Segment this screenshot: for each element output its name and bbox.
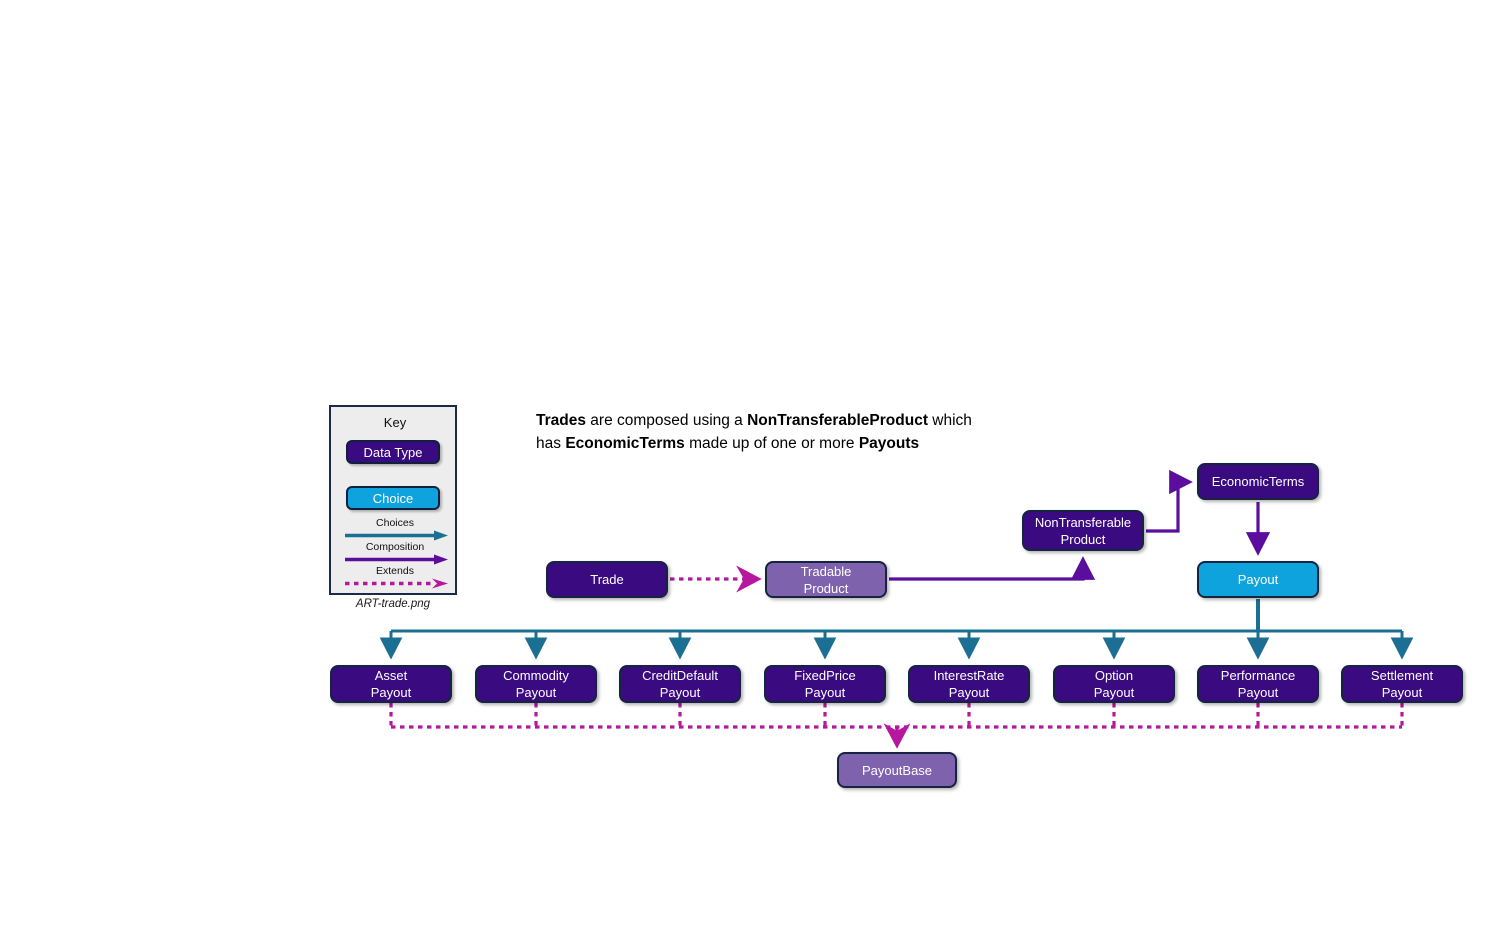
key-legend-title: Key xyxy=(383,415,407,430)
node-label-line2: Payout xyxy=(515,685,557,700)
key-row-composition: Composition xyxy=(331,541,459,567)
node-label-line2: Payout xyxy=(1381,685,1423,700)
node-economic-terms[interactable]: EconomicTerms xyxy=(1197,463,1319,500)
node-label-line2: Payout xyxy=(948,685,990,700)
heading-text-3: has xyxy=(536,435,566,452)
key-row-extends: Extends xyxy=(331,565,459,591)
node-label-line1: CreditDefault xyxy=(642,668,718,683)
node-tradable-product-label: Tradable Product xyxy=(801,563,852,597)
node-label-line2: Product xyxy=(803,580,849,596)
node-label-line1: FixedPrice xyxy=(794,668,856,683)
node-label-line1: Performance xyxy=(1220,668,1296,683)
node-label-line1: NonTransferable xyxy=(1034,514,1132,530)
edge-tradableproduct-to-nontransferableproduct xyxy=(889,556,1096,581)
key-swatch-choice: Choice xyxy=(346,486,440,510)
node-label-line1: Commodity xyxy=(503,668,569,683)
heading-term-trades: Trades xyxy=(536,412,586,429)
heading-text-1: are composed using a xyxy=(585,412,748,429)
node-label-line1: Asset xyxy=(374,668,408,683)
key-arrow-composition xyxy=(345,554,448,565)
heading-term-economicterms: EconomicTerms xyxy=(565,435,685,452)
node-non-transferable-product[interactable]: NonTransferable Product xyxy=(1022,510,1144,551)
key-label-extends: Extends xyxy=(376,565,414,577)
diagram-heading: Trades are composed using a NonTransfera… xyxy=(536,409,1096,455)
node-payout[interactable]: Payout xyxy=(1197,561,1319,598)
node-label-line2: Payout xyxy=(659,685,701,700)
node-label-line1: Settlement xyxy=(1370,668,1434,683)
key-arrow-choices xyxy=(345,530,448,541)
heading-text-4: made up of one or more xyxy=(684,435,859,452)
key-legend-panel: Key Data Type Choice Choices Composition… xyxy=(329,405,457,595)
key-row-choices: Choices xyxy=(331,517,459,543)
figure-caption: ART-trade.png xyxy=(355,598,431,610)
node-non-transferable-product-label: NonTransferable Product xyxy=(1035,514,1131,548)
node-tradable-product[interactable]: Tradable Product xyxy=(765,561,887,598)
node-label-line2: Product xyxy=(1060,531,1106,547)
key-label-composition: Composition xyxy=(365,541,425,553)
node-label-line1: Option xyxy=(1094,668,1134,683)
node-label-line1: InterestRate xyxy=(933,668,1005,683)
node-label-line2: Payout xyxy=(1237,685,1279,700)
node-trade[interactable]: Trade xyxy=(546,561,668,598)
node-label-line1: Tradable xyxy=(800,563,852,579)
node-label-line2: Payout xyxy=(804,685,846,700)
key-arrow-extends xyxy=(345,578,448,589)
heading-text-2: which xyxy=(927,412,972,429)
key-label-choices: Choices xyxy=(376,517,414,529)
heading-term-ntp: NonTransferableProduct xyxy=(747,412,928,429)
heading-term-payouts: Payouts xyxy=(858,435,920,452)
key-swatch-data-type: Data Type xyxy=(346,440,440,464)
node-payout-base[interactable]: PayoutBase xyxy=(837,752,957,788)
edge-nontransferableproduct-to-economicterms xyxy=(1146,469,1193,533)
node-label-line2: Payout xyxy=(370,685,412,700)
node-label-line2: Payout xyxy=(1093,685,1135,700)
